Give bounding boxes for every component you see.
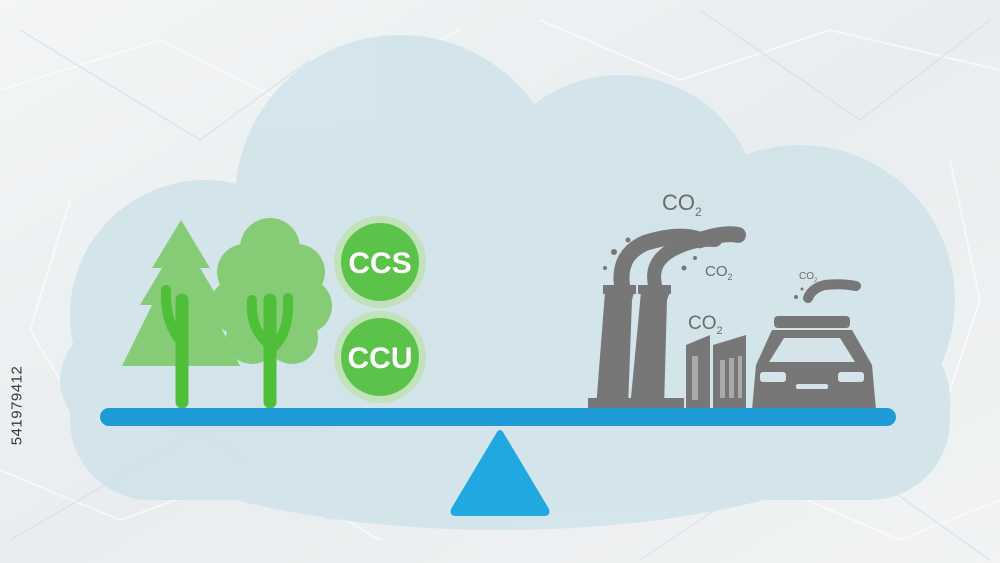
ccs-badge: CCS bbox=[334, 216, 426, 308]
co2-label-middle: CO2 bbox=[705, 263, 733, 282]
co2-label-factory: CO2 bbox=[688, 313, 723, 337]
co2-label-car: CO2 bbox=[799, 271, 818, 284]
deciduous-tree bbox=[210, 218, 332, 409]
smoke-plumes bbox=[613, 226, 861, 303]
ccs-label: CCS bbox=[348, 247, 411, 280]
smoke-dots bbox=[603, 237, 804, 299]
ccu-label: CCU bbox=[348, 342, 413, 375]
factory-smokestacks bbox=[588, 285, 684, 410]
factory-buildings bbox=[686, 335, 746, 408]
balance-beam bbox=[100, 408, 896, 426]
ccu-badge: CCU bbox=[334, 311, 426, 403]
stock-id-watermark: 541979412 bbox=[8, 365, 26, 445]
balance-fulcrum bbox=[450, 430, 550, 516]
pine-tree bbox=[122, 220, 240, 409]
co2-label-top: CO2 bbox=[662, 190, 702, 219]
